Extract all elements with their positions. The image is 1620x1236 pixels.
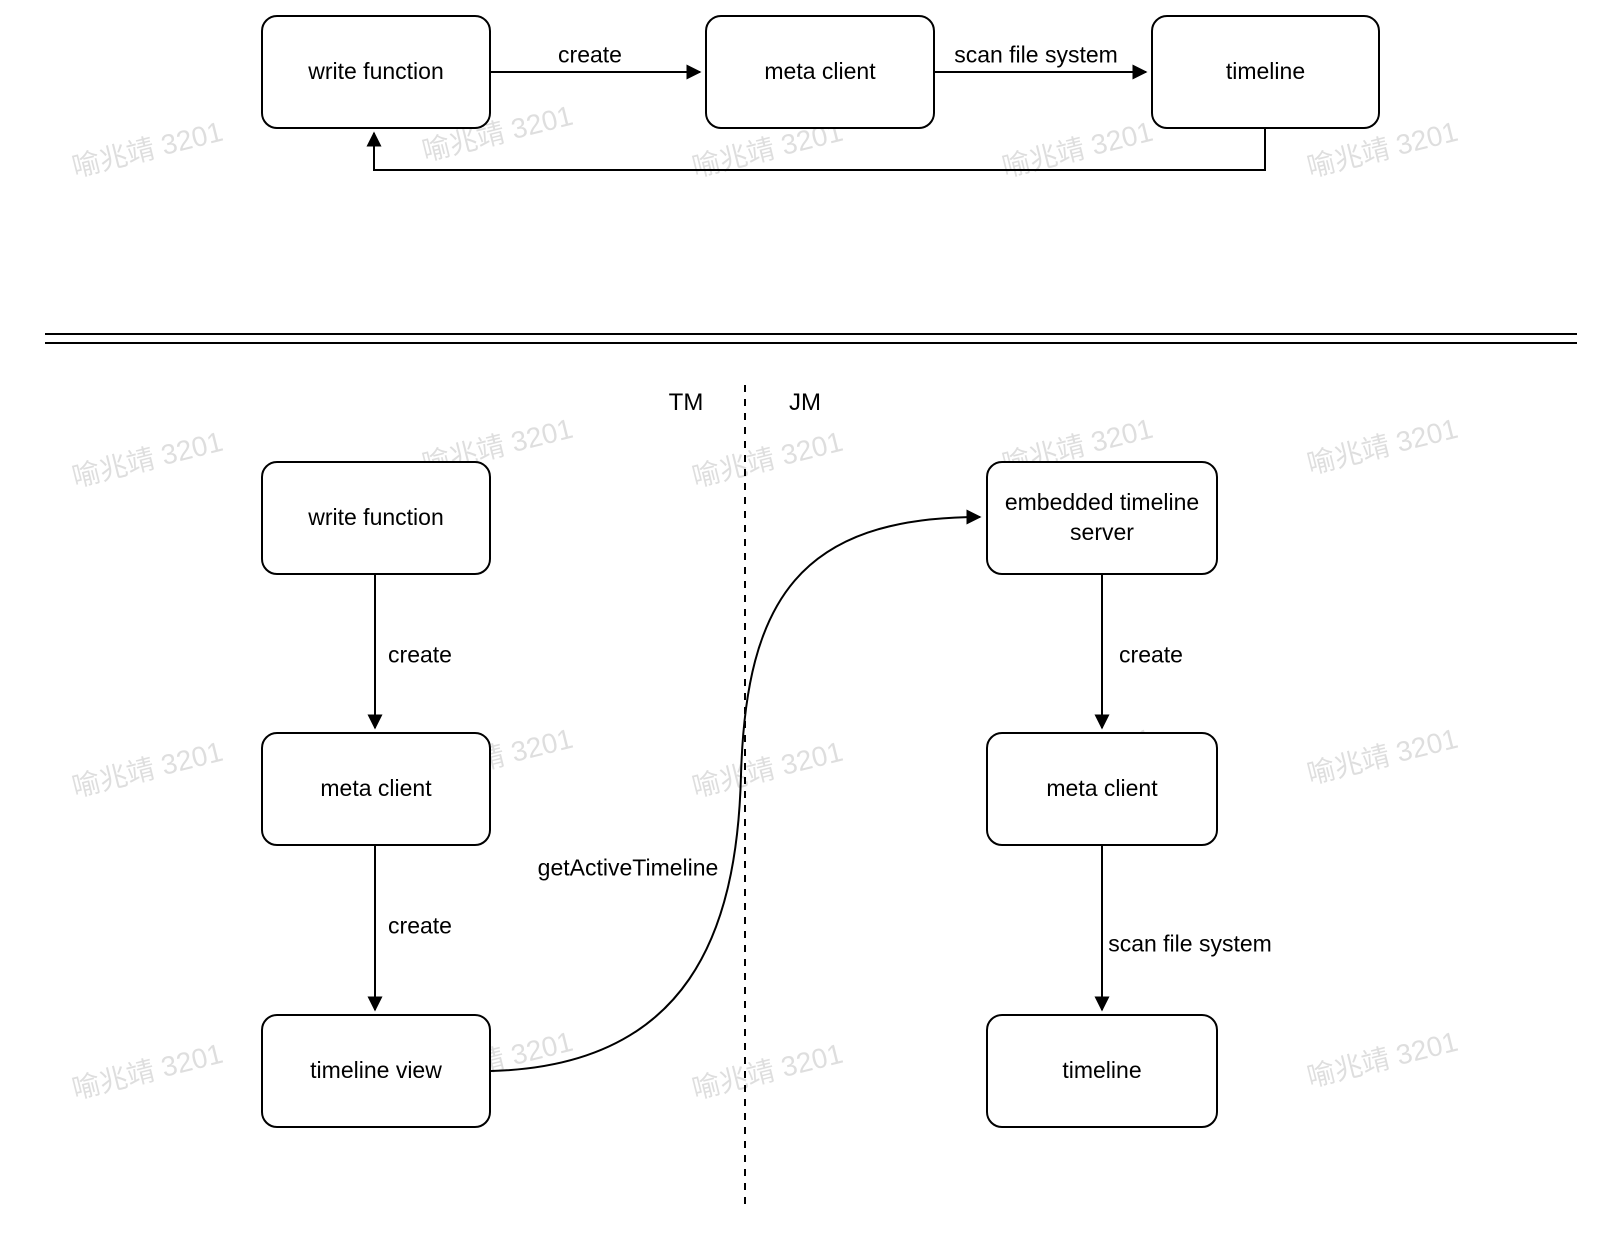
watermark-text: 喻兆靖 3201 bbox=[68, 115, 226, 184]
edge-label-get-active-timeline: getActiveTimeline bbox=[534, 854, 722, 882]
node-meta-client-top: meta client bbox=[705, 15, 935, 129]
node-meta-client-jm: meta client bbox=[986, 732, 1218, 846]
node-write-function-top: write function bbox=[261, 15, 491, 129]
node-timeline-view-tm: timeline view bbox=[261, 1014, 491, 1128]
node-write-function-tm: write function bbox=[261, 461, 491, 575]
node-timeline-top: timeline bbox=[1151, 15, 1380, 129]
node-embedded-timeline-server-jm: embedded timeline server bbox=[986, 461, 1218, 575]
edge-get-active-timeline bbox=[490, 509, 982, 1072]
watermark-text: 喻兆靖 3201 bbox=[68, 1037, 226, 1106]
edge-label-tm-create-2: create bbox=[385, 912, 455, 940]
watermark-text: 喻兆靖 3201 bbox=[68, 735, 226, 804]
edge-top-feedback-loop bbox=[366, 129, 1266, 171]
watermark-text: 喻兆靖 3201 bbox=[688, 425, 846, 494]
watermark-text: 喻兆靖 3201 bbox=[688, 1037, 846, 1106]
edge-label-jm-scan-file-system: scan file system bbox=[1105, 930, 1275, 958]
watermark-text: 喻兆靖 3201 bbox=[68, 425, 226, 494]
watermark-text: 喻兆靖 3201 bbox=[688, 735, 846, 804]
node-timeline-jm: timeline bbox=[986, 1014, 1218, 1128]
watermark-text: 喻兆靖 3201 bbox=[1303, 412, 1461, 481]
node-meta-client-tm: meta client bbox=[261, 732, 491, 846]
edge-label-tm-create-1: create bbox=[385, 641, 455, 669]
edge-label-top-create: create bbox=[555, 41, 625, 69]
lane-label-tm: TM bbox=[668, 389, 704, 416]
edge-label-top-scan-file-system: scan file system bbox=[951, 41, 1121, 69]
watermark-text: 喻兆靖 3201 bbox=[998, 115, 1156, 184]
watermark-text: 喻兆靖 3201 bbox=[1303, 722, 1461, 791]
watermark-text: 喻兆靖 3201 bbox=[1303, 1025, 1461, 1094]
lane-label-jm: JM bbox=[789, 389, 821, 416]
edge-label-jm-create: create bbox=[1116, 641, 1186, 669]
